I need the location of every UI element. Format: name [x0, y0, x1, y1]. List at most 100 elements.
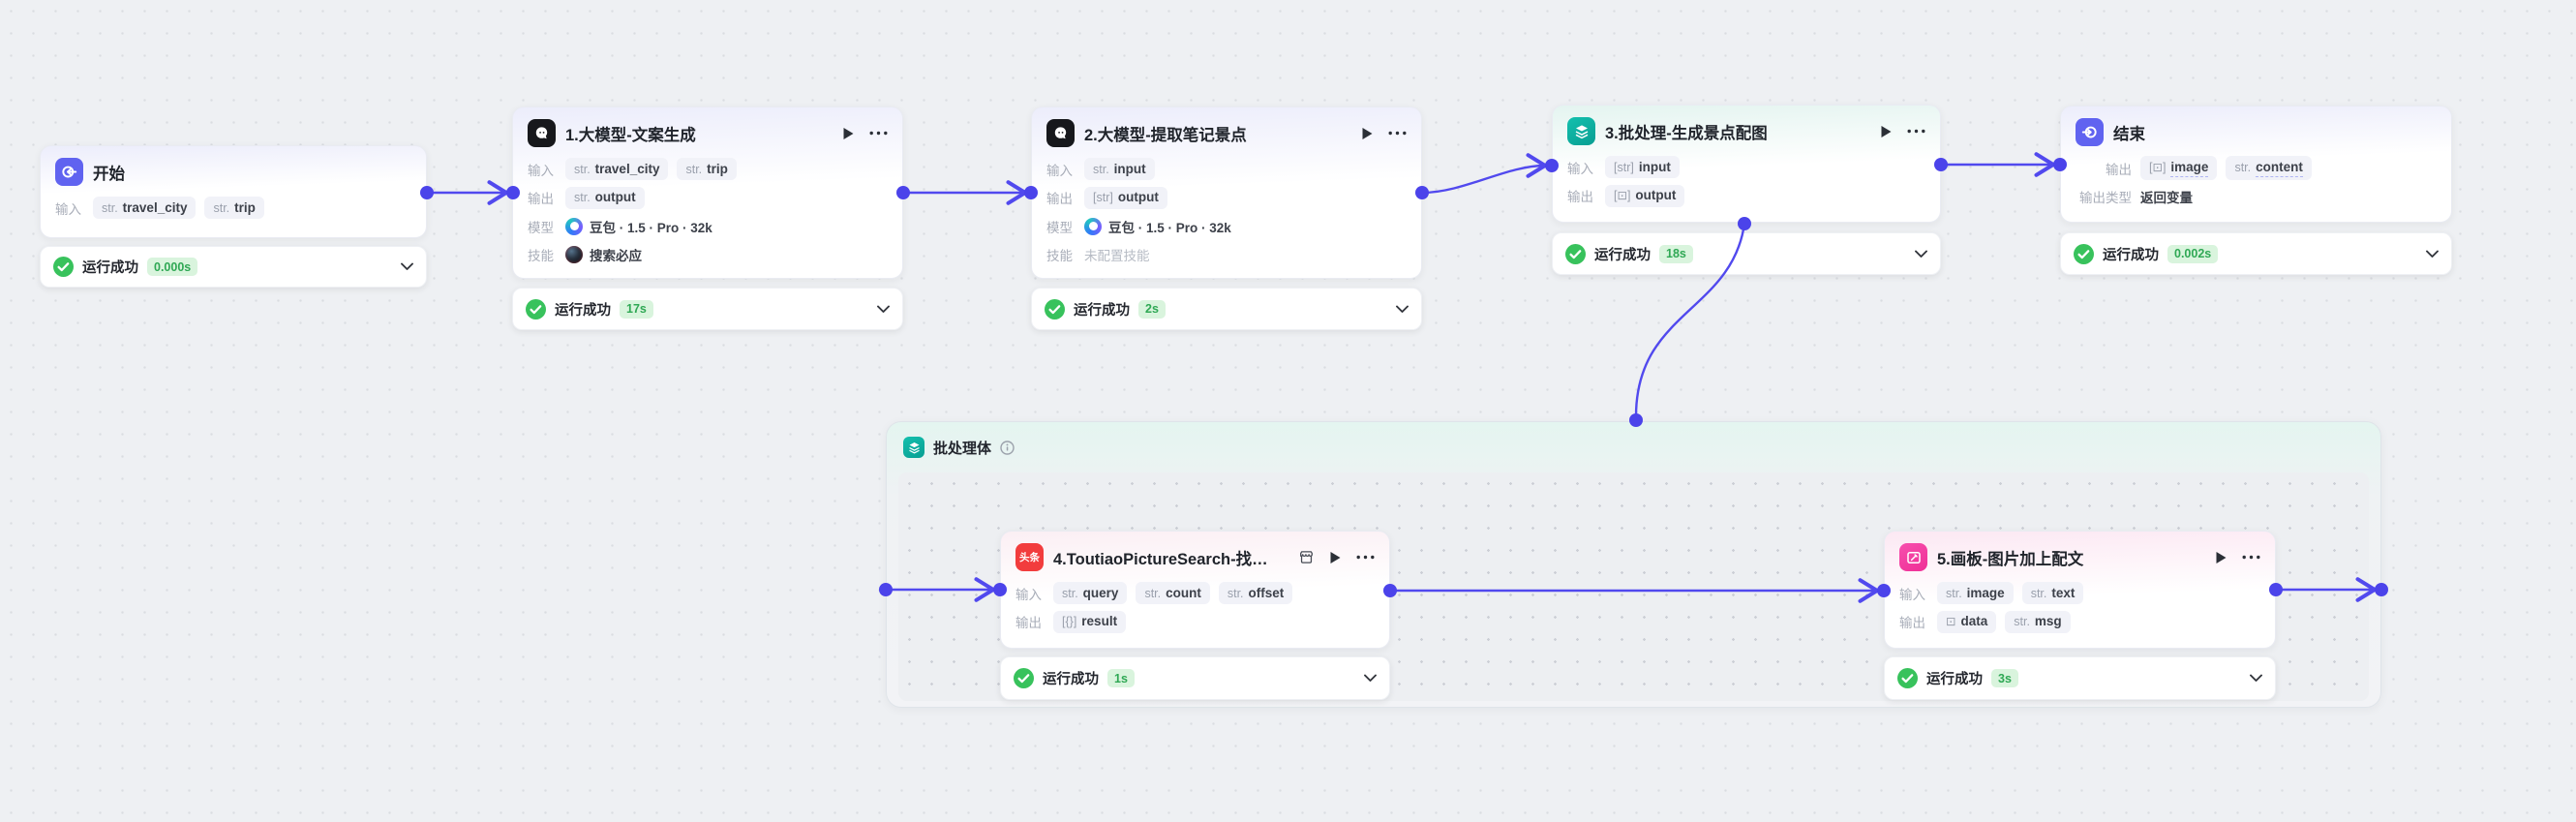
success-check-icon [53, 257, 74, 277]
param-badge: str.offset [1218, 582, 1293, 605]
chevron-down-icon[interactable] [2250, 674, 2262, 683]
success-check-icon [2074, 243, 2094, 264]
play-icon[interactable] [2215, 551, 2227, 564]
param-badge: str.image [1937, 582, 2014, 605]
more-icon[interactable] [1907, 129, 1925, 134]
success-check-icon [1045, 298, 1065, 320]
doubao-model-icon [1084, 217, 1102, 235]
input-row: 输入 str.travel_city str.trip [528, 155, 888, 184]
node-title: 3.批处理-生成景点配图 [1605, 124, 1768, 142]
info-icon[interactable] [1000, 440, 1015, 455]
more-icon[interactable] [1388, 131, 1407, 136]
param-badge: str.travel_city [93, 197, 197, 220]
node-title: 开始 [93, 165, 125, 183]
model-row: 模型 豆包 · 1.5 · Pro · 32k [1046, 212, 1407, 241]
param-badge: [str]input [1605, 156, 1680, 179]
status-text: 运行成功 [82, 260, 138, 276]
toutiao-plugin-icon: 头条 [1015, 543, 1044, 571]
more-icon[interactable] [869, 131, 888, 136]
param-badge: str.content [2226, 156, 2312, 181]
output-row: 输出 [⊡]output [1567, 182, 1925, 211]
success-check-icon [526, 298, 546, 320]
chevron-down-icon[interactable] [401, 262, 413, 271]
input-row: 输入 str.query str.count str.offset [1015, 579, 1375, 608]
param-badge: str.text [2021, 582, 2084, 605]
node-title: 5.画板-图片加上配文 [1937, 550, 2084, 568]
run-status-board-5[interactable]: 运行成功 3s [1884, 656, 2276, 700]
input-row: 输入 str.travel_city str.trip [55, 194, 411, 223]
node-title: 1.大模型-文案生成 [565, 126, 696, 144]
param-badge: str.trip [677, 158, 737, 181]
param-badge: [{}]result [1053, 610, 1127, 633]
play-icon[interactable] [1361, 127, 1374, 140]
model-name: 豆包 · 1.5 · Pro · 32k [1108, 220, 1231, 235]
node-llm-2[interactable]: 2.大模型-提取笔记景点 输入 str.input 输出 [str]output… [1031, 107, 1422, 279]
success-check-icon [1014, 668, 1034, 688]
model-name: 豆包 · 1.5 · Pro · 32k [590, 220, 712, 235]
storefront-icon[interactable] [1298, 549, 1315, 565]
node-title: 结束 [2113, 125, 2145, 143]
output-row: 输出 ⊡data str.msg [1899, 608, 2260, 637]
chevron-down-icon[interactable] [877, 305, 890, 314]
skill-name: 搜索必应 [590, 249, 642, 264]
input-row: 输入 [str]input [1567, 153, 1925, 182]
play-icon[interactable] [1880, 125, 1893, 138]
skill-empty-text: 未配置技能 [1084, 249, 1150, 264]
param-badge: [⊡]image [2140, 156, 2218, 181]
param-badge: str.travel_city [565, 158, 669, 181]
skill-row: 技能 未配置技能 [1046, 241, 1407, 270]
skill-row: 技能 搜索必应 [528, 241, 888, 270]
batch-container-header: 批处理体 [887, 422, 2380, 458]
node-board-5[interactable]: 5.画板-图片加上配文 输入 str.image str.text 输出 ⊡da… [1884, 531, 2276, 649]
run-status-batch-3[interactable]: 运行成功 18s [1552, 232, 1941, 275]
duration-badge: 17s [620, 299, 653, 319]
output-row: 输出 [str]output [1046, 184, 1407, 213]
chevron-down-icon[interactable] [2426, 250, 2439, 259]
status-text: 运行成功 [1074, 302, 1130, 319]
duration-badge: 0.000s [147, 258, 198, 276]
model-row: 模型 豆包 · 1.5 · Pro · 32k [528, 212, 888, 241]
node-llm-1[interactable]: 1.大模型-文案生成 输入 str.travel_city str.trip 输… [512, 107, 903, 279]
play-icon[interactable] [842, 127, 855, 140]
chevron-down-icon[interactable] [1915, 250, 1927, 259]
output-row: 输出 [⊡]image str.content [2076, 154, 2437, 183]
status-text: 运行成功 [2103, 247, 2159, 263]
skill-avatar [565, 246, 583, 264]
duration-badge: 1s [1107, 669, 1135, 687]
more-icon[interactable] [2242, 555, 2260, 560]
status-text: 运行成功 [1926, 672, 1983, 687]
param-badge: str.msg [2005, 610, 2071, 633]
layers-icon [1567, 117, 1595, 145]
more-icon[interactable] [1356, 555, 1375, 560]
run-status-llm-1[interactable]: 运行成功 17s [512, 288, 903, 330]
node-start[interactable]: 开始 输入 str.travel_city str.trip [40, 145, 427, 238]
batch-layers-icon [903, 437, 924, 458]
duration-badge: 2s [1138, 299, 1166, 319]
run-status-llm-2[interactable]: 运行成功 2s [1031, 288, 1422, 330]
status-text: 运行成功 [555, 302, 611, 319]
param-badge: str.input [1084, 158, 1155, 181]
node-title: 2.大模型-提取笔记景点 [1084, 126, 1247, 144]
status-text: 运行成功 [1043, 672, 1099, 687]
node-toutiao-4[interactable]: 头条 4.ToutiaoPictureSearch-找… 输入 str.quer… [1000, 531, 1390, 649]
param-badge: str.output [565, 186, 645, 209]
doubao-model-icon [565, 217, 583, 235]
run-status-start[interactable]: 运行成功 0.000s [40, 246, 427, 288]
param-badge: ⊡data [1937, 610, 1997, 633]
param-badge: str.count [1136, 582, 1210, 605]
node-batch-3[interactable]: 3.批处理-生成景点配图 输入 [str]input 输出 [⊡]output [1552, 105, 1941, 223]
node-end[interactable]: 结束 输出 [⊡]image str.content 输出类型 返回变量 [2060, 106, 2452, 223]
success-check-icon [1897, 668, 1918, 688]
chevron-down-icon[interactable] [1364, 674, 1377, 683]
llm-node-icon [1046, 119, 1075, 147]
run-status-end[interactable]: 运行成功 0.002s [2060, 232, 2452, 275]
input-row: 输入 str.input [1046, 155, 1407, 184]
success-check-icon [1565, 243, 1586, 264]
status-text: 运行成功 [1594, 247, 1651, 263]
param-badge: str.trip [204, 197, 264, 220]
llm-node-icon [528, 119, 556, 147]
chevron-down-icon[interactable] [1396, 305, 1409, 314]
run-status-toutiao-4[interactable]: 运行成功 1s [1000, 656, 1390, 700]
play-icon[interactable] [1329, 551, 1342, 564]
